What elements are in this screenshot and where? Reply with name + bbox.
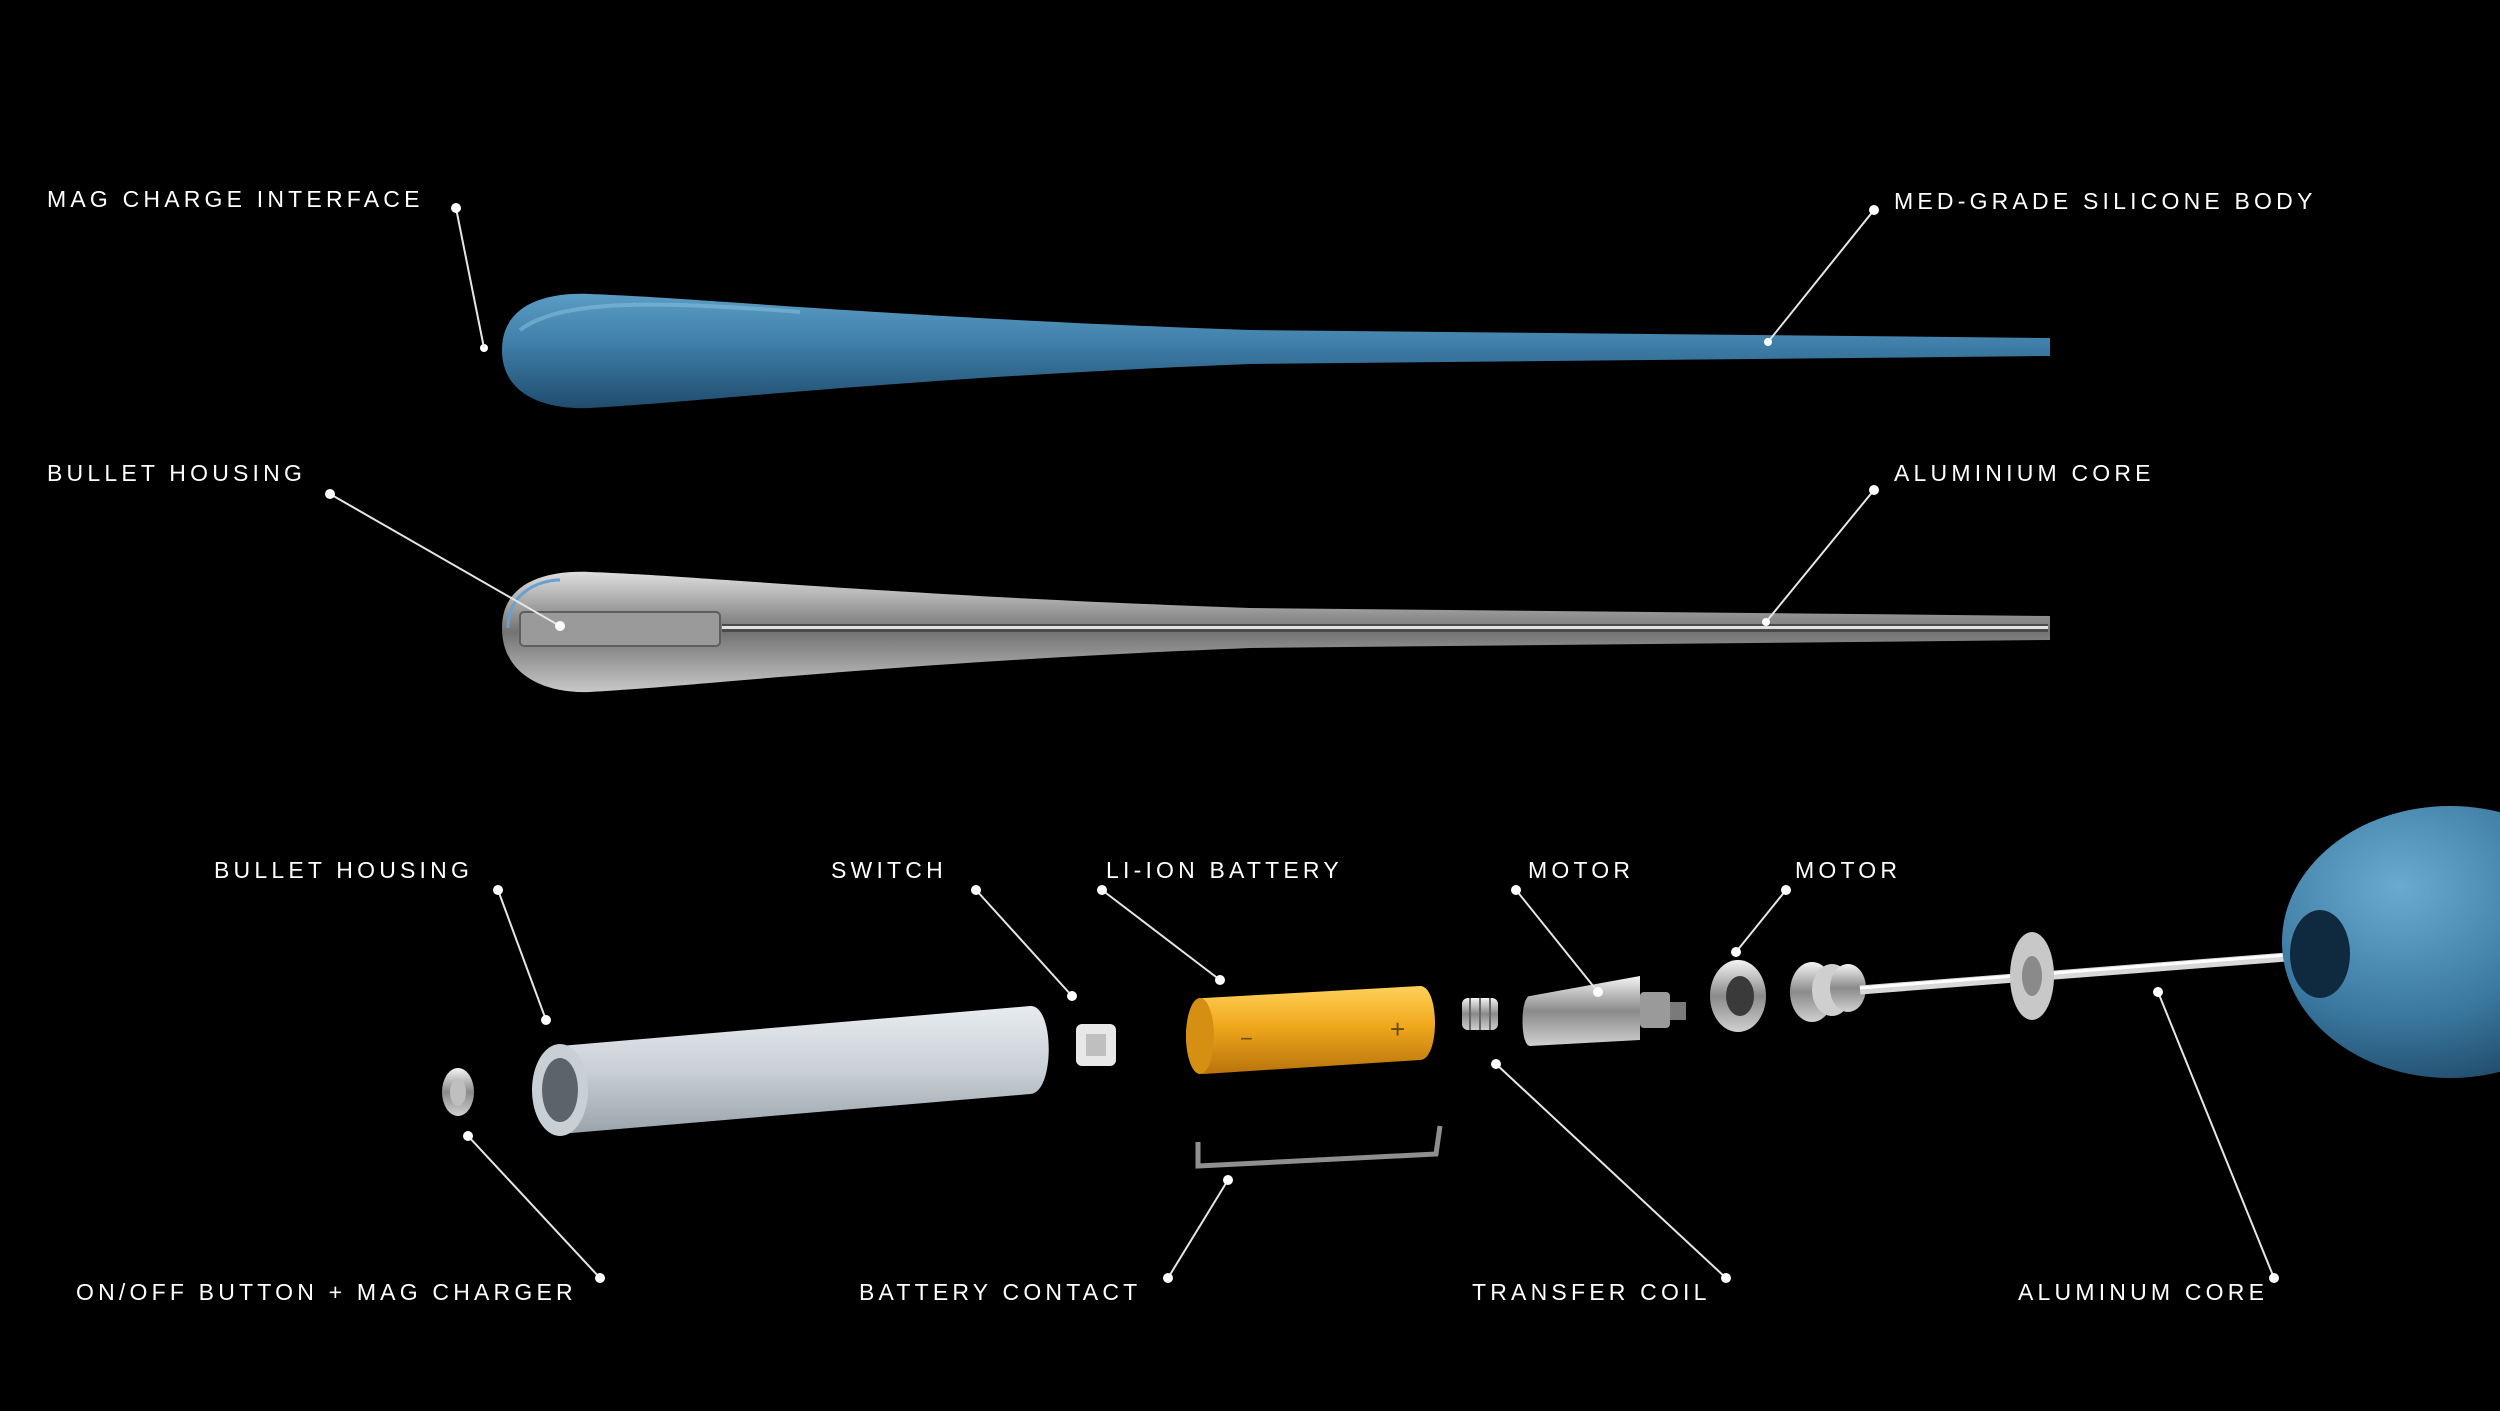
label-bullet-housing-bottom: BULLET HOUSING xyxy=(214,859,473,882)
label-motor-2: MOTOR xyxy=(1795,859,1901,882)
xray-core-illustration xyxy=(502,572,2050,692)
label-switch: SWITCH xyxy=(831,859,947,882)
label-mag-charge-interface: MAG CHARGE INTERFACE xyxy=(47,188,424,211)
bullet-housing-part xyxy=(532,1006,1049,1136)
label-on-off-button: ON/OFF BUTTON + MAG CHARGER xyxy=(76,1281,577,1304)
motor-part-2 xyxy=(1710,960,1866,1032)
silicone-tip-part xyxy=(2282,806,2500,1078)
transfer-coil-part xyxy=(1462,998,1498,1030)
svg-text:+: + xyxy=(1390,1014,1405,1044)
label-aluminum-core: ALUMINUM CORE xyxy=(2018,1281,2268,1304)
label-li-ion-battery: LI-ION BATTERY xyxy=(1106,859,1343,882)
battery-contact-part xyxy=(1198,1126,1440,1166)
label-motor-1: MOTOR xyxy=(1528,859,1634,882)
motor-part-1 xyxy=(1523,976,1687,1046)
label-med-grade-silicone-body: MED-GRADE SILICONE BODY xyxy=(1894,190,2317,213)
silicone-body-illustration xyxy=(480,294,2050,408)
svg-text:−: − xyxy=(1240,1026,1253,1051)
li-ion-battery-part: − + xyxy=(1186,986,1435,1074)
label-battery-contact: BATTERY CONTACT xyxy=(859,1281,1141,1304)
on-off-button-part xyxy=(442,1068,474,1116)
label-transfer-coil: TRANSFER COIL xyxy=(1472,1281,1711,1304)
label-bullet-housing-top: BULLET HOUSING xyxy=(47,462,306,485)
switch-part xyxy=(1076,1024,1116,1066)
aluminum-core-part xyxy=(1860,932,2300,1020)
label-aluminium-core: ALUMINIUM CORE xyxy=(1894,462,2155,485)
